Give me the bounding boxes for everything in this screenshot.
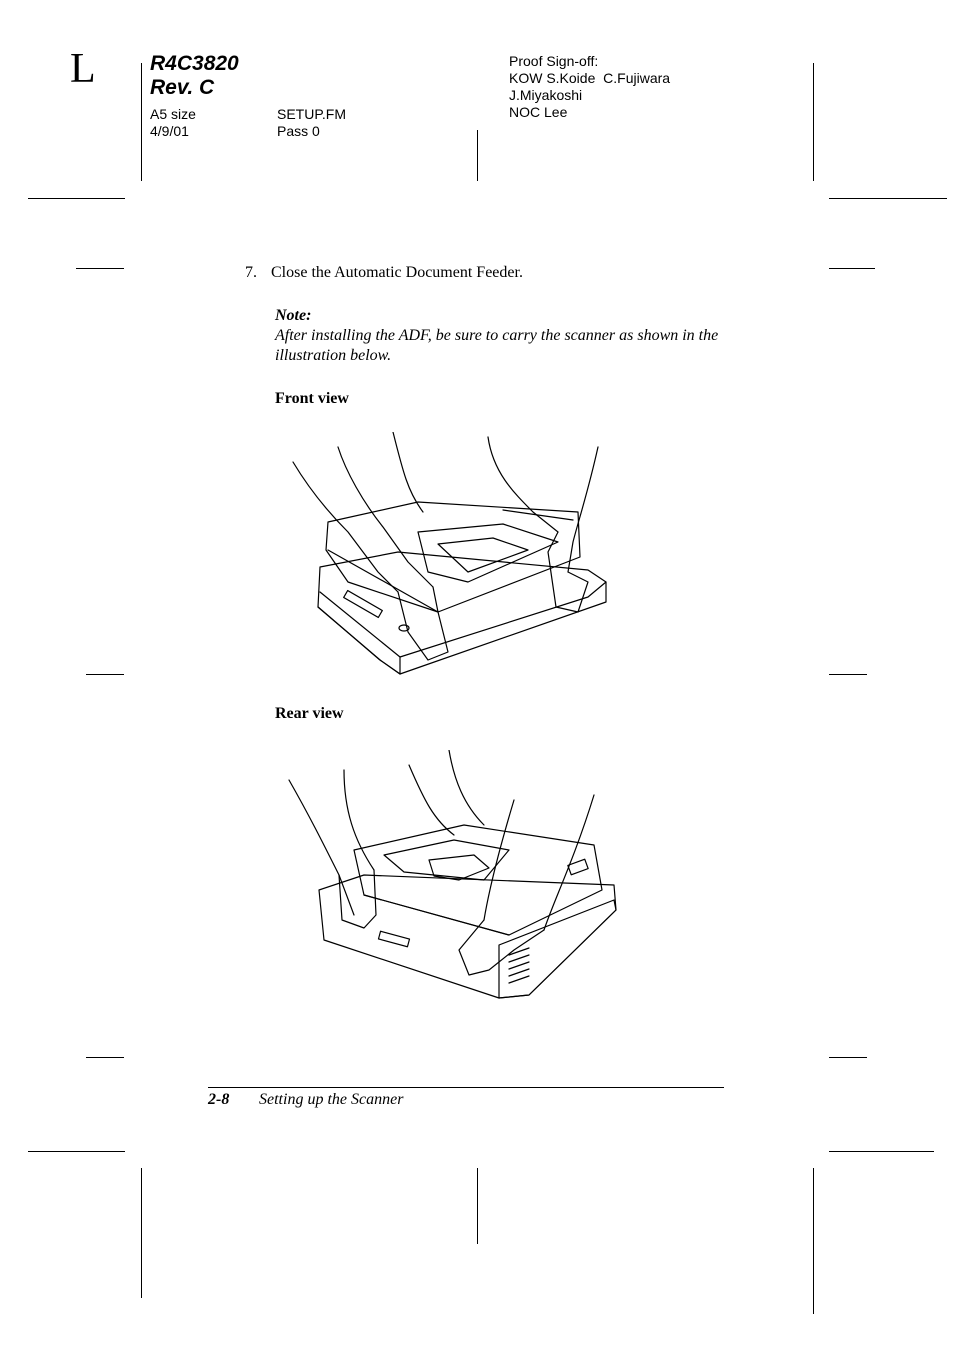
doc-date: 4/9/01 [150,123,189,139]
footer-rule [208,1087,724,1088]
step-number: 7. [245,264,257,281]
model-title: R4C3820 Rev. C [150,52,239,100]
adf-line [363,894,510,936]
base-button [398,624,410,632]
left-arm-back [337,446,434,588]
base-slot [343,589,383,619]
center-arm [392,432,424,513]
adf-body [325,501,581,613]
right-hand [458,919,545,976]
margin-mark-left-1 [76,268,124,269]
right-arm-front [567,446,599,573]
adf-line [327,549,439,613]
left-hand [338,869,377,929]
margin-mark-right-1 [829,268,875,269]
front-view-label: Front view [275,390,349,407]
step-text: Close the Automatic Document Feeder. [271,264,523,281]
crop-mark-right-top [813,63,814,181]
left-arm-back [343,769,375,871]
crop-mark-left-top [141,63,142,181]
center-arm [408,764,455,836]
margin-mark-left-2 [86,674,124,675]
crop-mark-bottom-left [28,1151,125,1152]
center-arm-back [448,750,485,826]
right-arm-front [483,799,515,921]
model-number: R4C3820 [150,52,239,75]
crop-mark-top-right [829,198,947,199]
scanner-base-front [317,591,401,675]
adf-tray [417,523,559,583]
right-hand [547,531,589,613]
proof-line-1: KOW S.Koide C.Fujiwara [509,70,671,86]
scanner-base-edge [399,581,607,658]
proof-title: Proof Sign-off: [509,53,599,69]
margin-mark-right-2 [829,674,867,675]
pass-number: Pass 0 [277,123,320,139]
rear-view-illustration [288,750,617,999]
adf-tray-inner [428,854,490,881]
adf-tray-inner [437,537,529,573]
left-arm-front [288,779,355,916]
rear-view-label: Rear view [275,705,344,722]
crop-mark-left-bottom [141,1168,142,1298]
adf-rail [502,509,574,521]
right-arm-back [487,436,559,533]
front-view-illustration [292,432,607,675]
step-7: 7. Close the Automatic Document Feeder. [245,263,523,283]
left-arm-front [292,461,399,593]
note-title: Note: [275,307,312,324]
file-name: SETUP.FM [277,106,346,122]
margin-mark-right-3 [829,1057,867,1058]
crop-mark-center-bottom [477,1168,478,1244]
note-body: After installing the ADF, be sure to car… [275,327,719,364]
scanner-base-side [498,899,617,999]
scanner-base [317,551,607,675]
revision: Rev. C [150,76,215,99]
proof-line-2: J.Miyakoshi [509,87,583,103]
paper-size: A5 size [150,106,196,122]
crop-mark-right-bottom [813,1168,814,1314]
right-arm-back [543,794,595,931]
proof-line-3: NOC Lee [509,104,568,120]
page-number: 2-8 [208,1091,230,1108]
adf-tray [383,839,510,881]
margin-mark-left-3 [86,1057,124,1058]
section-letter: L [70,46,96,92]
crop-mark-bottom-right [829,1151,934,1152]
left-hand [397,586,449,661]
base-vent [508,947,530,984]
adf-latch [567,858,589,876]
chapter-title: Setting up the Scanner [259,1091,404,1108]
crop-mark-center-top [477,130,478,181]
rear-port [377,930,411,948]
crop-mark-top-left [28,198,125,199]
